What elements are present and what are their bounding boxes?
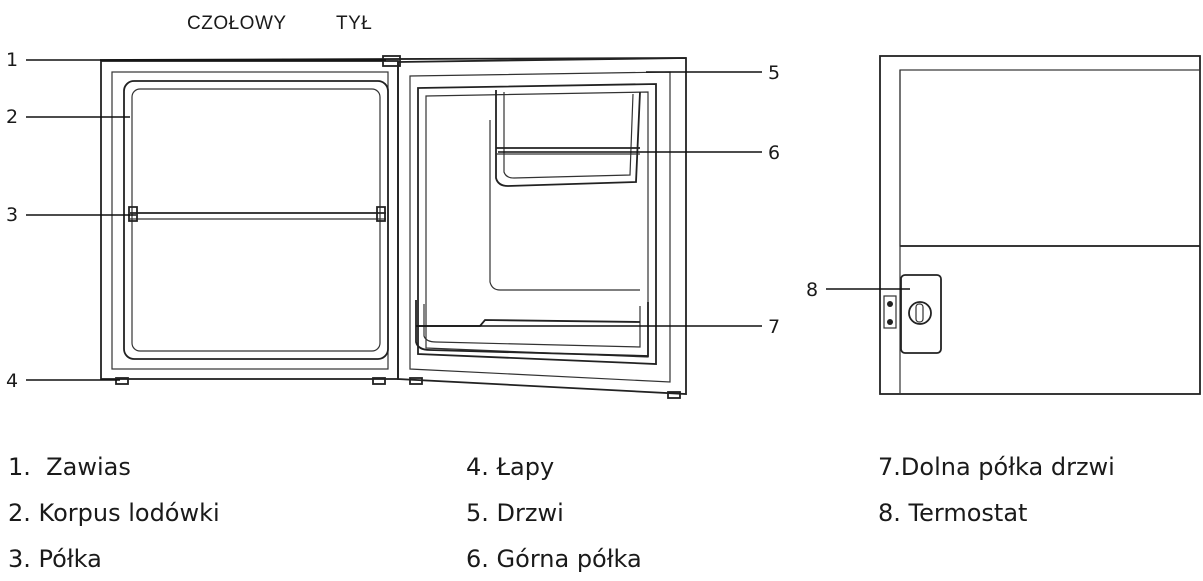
legend-text: Termostat [908, 499, 1028, 527]
legend-num: 6. [466, 545, 489, 573]
legend-text: Górna półka [496, 545, 642, 573]
legend-item-5: 5. Drzwi [466, 499, 564, 527]
callout-6: 6 [768, 142, 780, 164]
legend-item-8: 8. Termostat [878, 499, 1027, 527]
legend-num: 4. [466, 453, 489, 481]
legend-item-1: 1. Zawias [8, 453, 131, 481]
callout-8: 8 [806, 279, 818, 301]
legend-text: Półka [38, 545, 102, 573]
legend-item-4: 4. Łapy [466, 453, 554, 481]
legend-num: 3. [8, 545, 31, 573]
callout-numbers: 1 2 3 4 5 6 7 8 [6, 49, 818, 392]
legend-text: Korpus lodówki [38, 499, 220, 527]
callout-7: 7 [768, 316, 780, 338]
callout-2: 2 [6, 106, 18, 128]
legend-item-2: 2. Korpus lodówki [8, 499, 220, 527]
fridge-diagram: CZOŁOWY TYŁ [6, 13, 1201, 399]
legend-item-6: 6. Górna półka [466, 545, 642, 573]
fridge-back-view [879, 55, 1201, 395]
legend-num: 5. [466, 499, 489, 527]
callout-4: 4 [6, 370, 18, 392]
callout-5: 5 [768, 62, 780, 84]
legend-text: Zawias [46, 453, 131, 481]
leader-lines [26, 59, 910, 381]
fridge-door [397, 57, 687, 399]
legend-text: Dolna półka drzwi [900, 453, 1115, 481]
legend-text: Łapy [496, 453, 555, 481]
legend-num: 7. [878, 453, 901, 481]
heading-front: CZOŁOWY [187, 13, 287, 34]
callout-1: 1 [6, 49, 18, 71]
legend-num: 2. [8, 499, 31, 527]
callout-3: 3 [6, 204, 18, 226]
legend-text: Drzwi [496, 499, 564, 527]
legend-item-7: 7.Dolna półka drzwi [878, 453, 1115, 481]
legend-num: 8. [878, 499, 901, 527]
shelf [128, 206, 386, 222]
heading-back: TYŁ [336, 13, 372, 34]
fridge-body [99, 55, 687, 385]
legend-item-3: 3. Półka [8, 545, 102, 573]
legend-num: 1. [8, 453, 31, 481]
